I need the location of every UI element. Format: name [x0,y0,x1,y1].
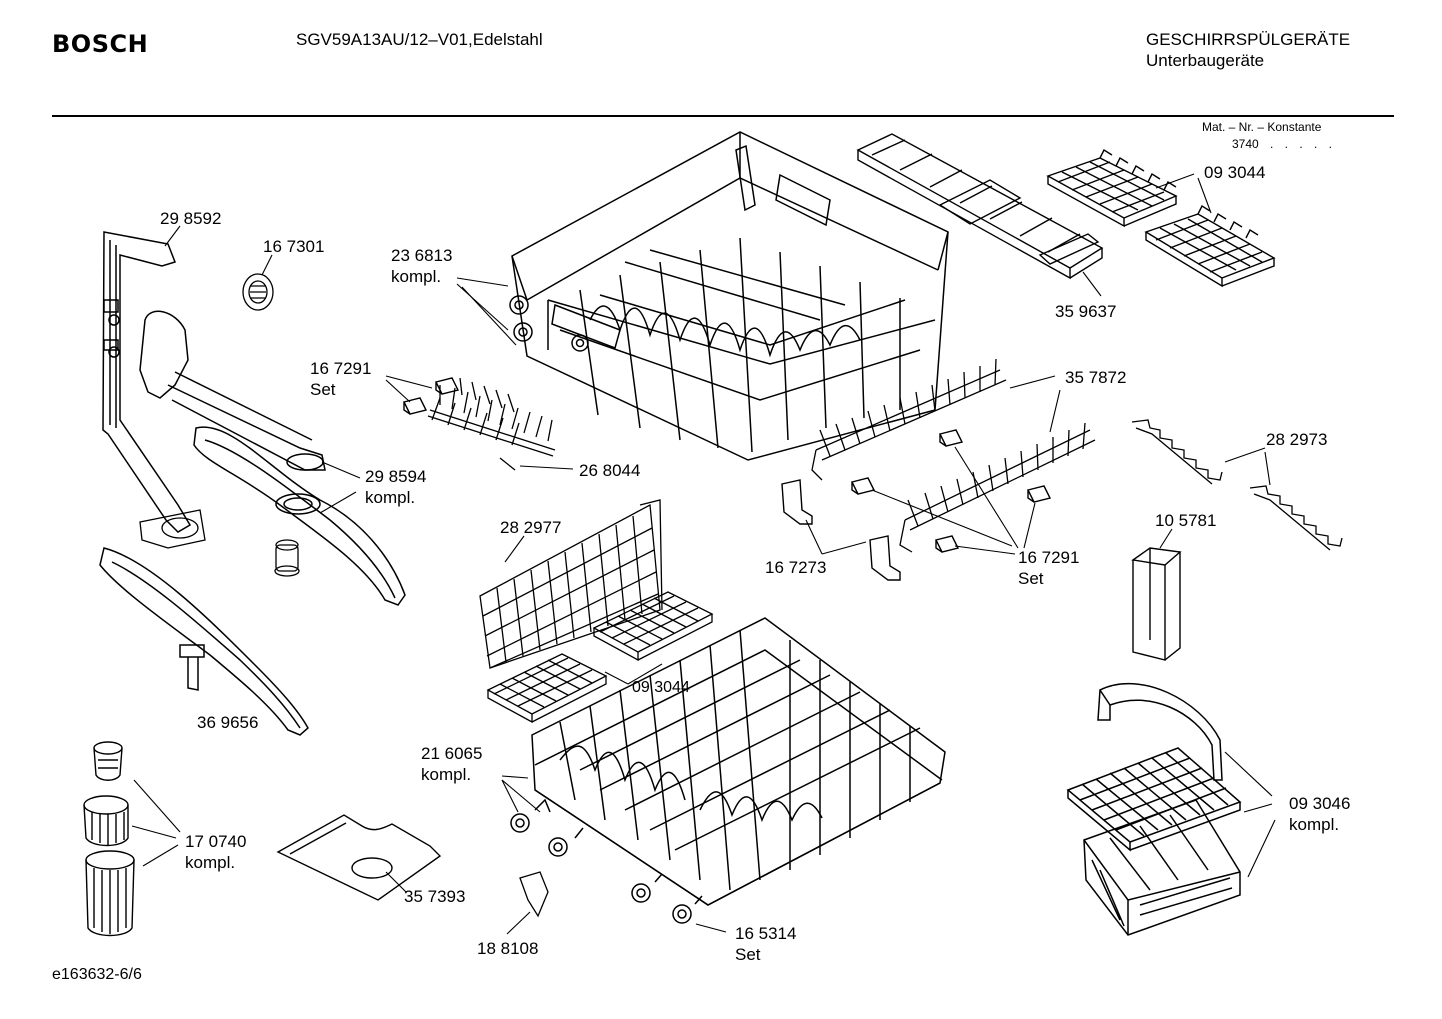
fine-filter-plate [276,814,442,901]
cutlery-tray-middle [486,591,714,724]
top-rack [856,133,1104,280]
wire-grid-rack [479,499,663,669]
small-clip [519,871,549,918]
part-label-105781: 10 5781 [1155,511,1217,530]
clip-set-left [402,377,460,415]
filter-connector [139,509,206,549]
part-label-298592: 29 8592 [160,209,222,228]
part-label-093044-top: 09 3044 [1204,163,1266,182]
mat-nr-dots: . . . . . [1270,137,1337,151]
part-label-359637: 35 9637 [1055,302,1117,321]
part-label-282977: 28 2977 [500,518,562,537]
spray-arm-lower [99,547,309,736]
part-label-268044: 26 8044 [579,461,641,480]
part-label-188108: 18 8108 [477,939,539,958]
part-label-167273: 16 7273 [765,558,827,577]
part-label-357393: 35 7393 [404,887,466,906]
diagram-id: e163632-6/6 [52,966,142,983]
upper-basket [509,131,949,461]
spray-arm-upper [193,426,406,606]
part-label-093044-middle: 09 3044 [632,679,690,696]
tine-row-right [811,358,1096,553]
holder-brackets [781,479,901,581]
micro-filter [83,741,135,937]
leader-lines [131,173,1276,935]
mat-nr-label: Mat. – Nr. – Konstante [1202,120,1322,134]
spray-arm-holder [139,310,326,471]
zigzag-racks [1131,419,1343,551]
clip-set-right [850,429,1052,553]
header-divider [52,115,1394,117]
cutlery-basket [1066,682,1242,936]
part-label-167301: 16 7301 [263,237,325,256]
part-label-369656: 36 9656 [197,713,259,732]
part-label-282973: 28 2973 [1266,430,1328,449]
sieve-disc [242,273,274,311]
appliance-category: GESCHIRRSPÜLGERÄTE [1146,30,1351,49]
spray-pipe [102,231,192,533]
nozzle-part [274,539,300,577]
mat-nr-value: 3740 [1232,137,1259,151]
lower-basket [510,617,946,924]
cutlery-column [1131,547,1182,661]
appliance-subcategory: Unterbaugeräte [1146,51,1265,70]
part-label-357872: 35 7872 [1065,368,1127,387]
model-number: SGV59A13AU/12–V01,Edelstahl [296,30,543,49]
cutlery-tray-top [1046,148,1276,288]
tine-row-left [427,377,556,471]
brand-logo: BOSCH [52,30,149,58]
